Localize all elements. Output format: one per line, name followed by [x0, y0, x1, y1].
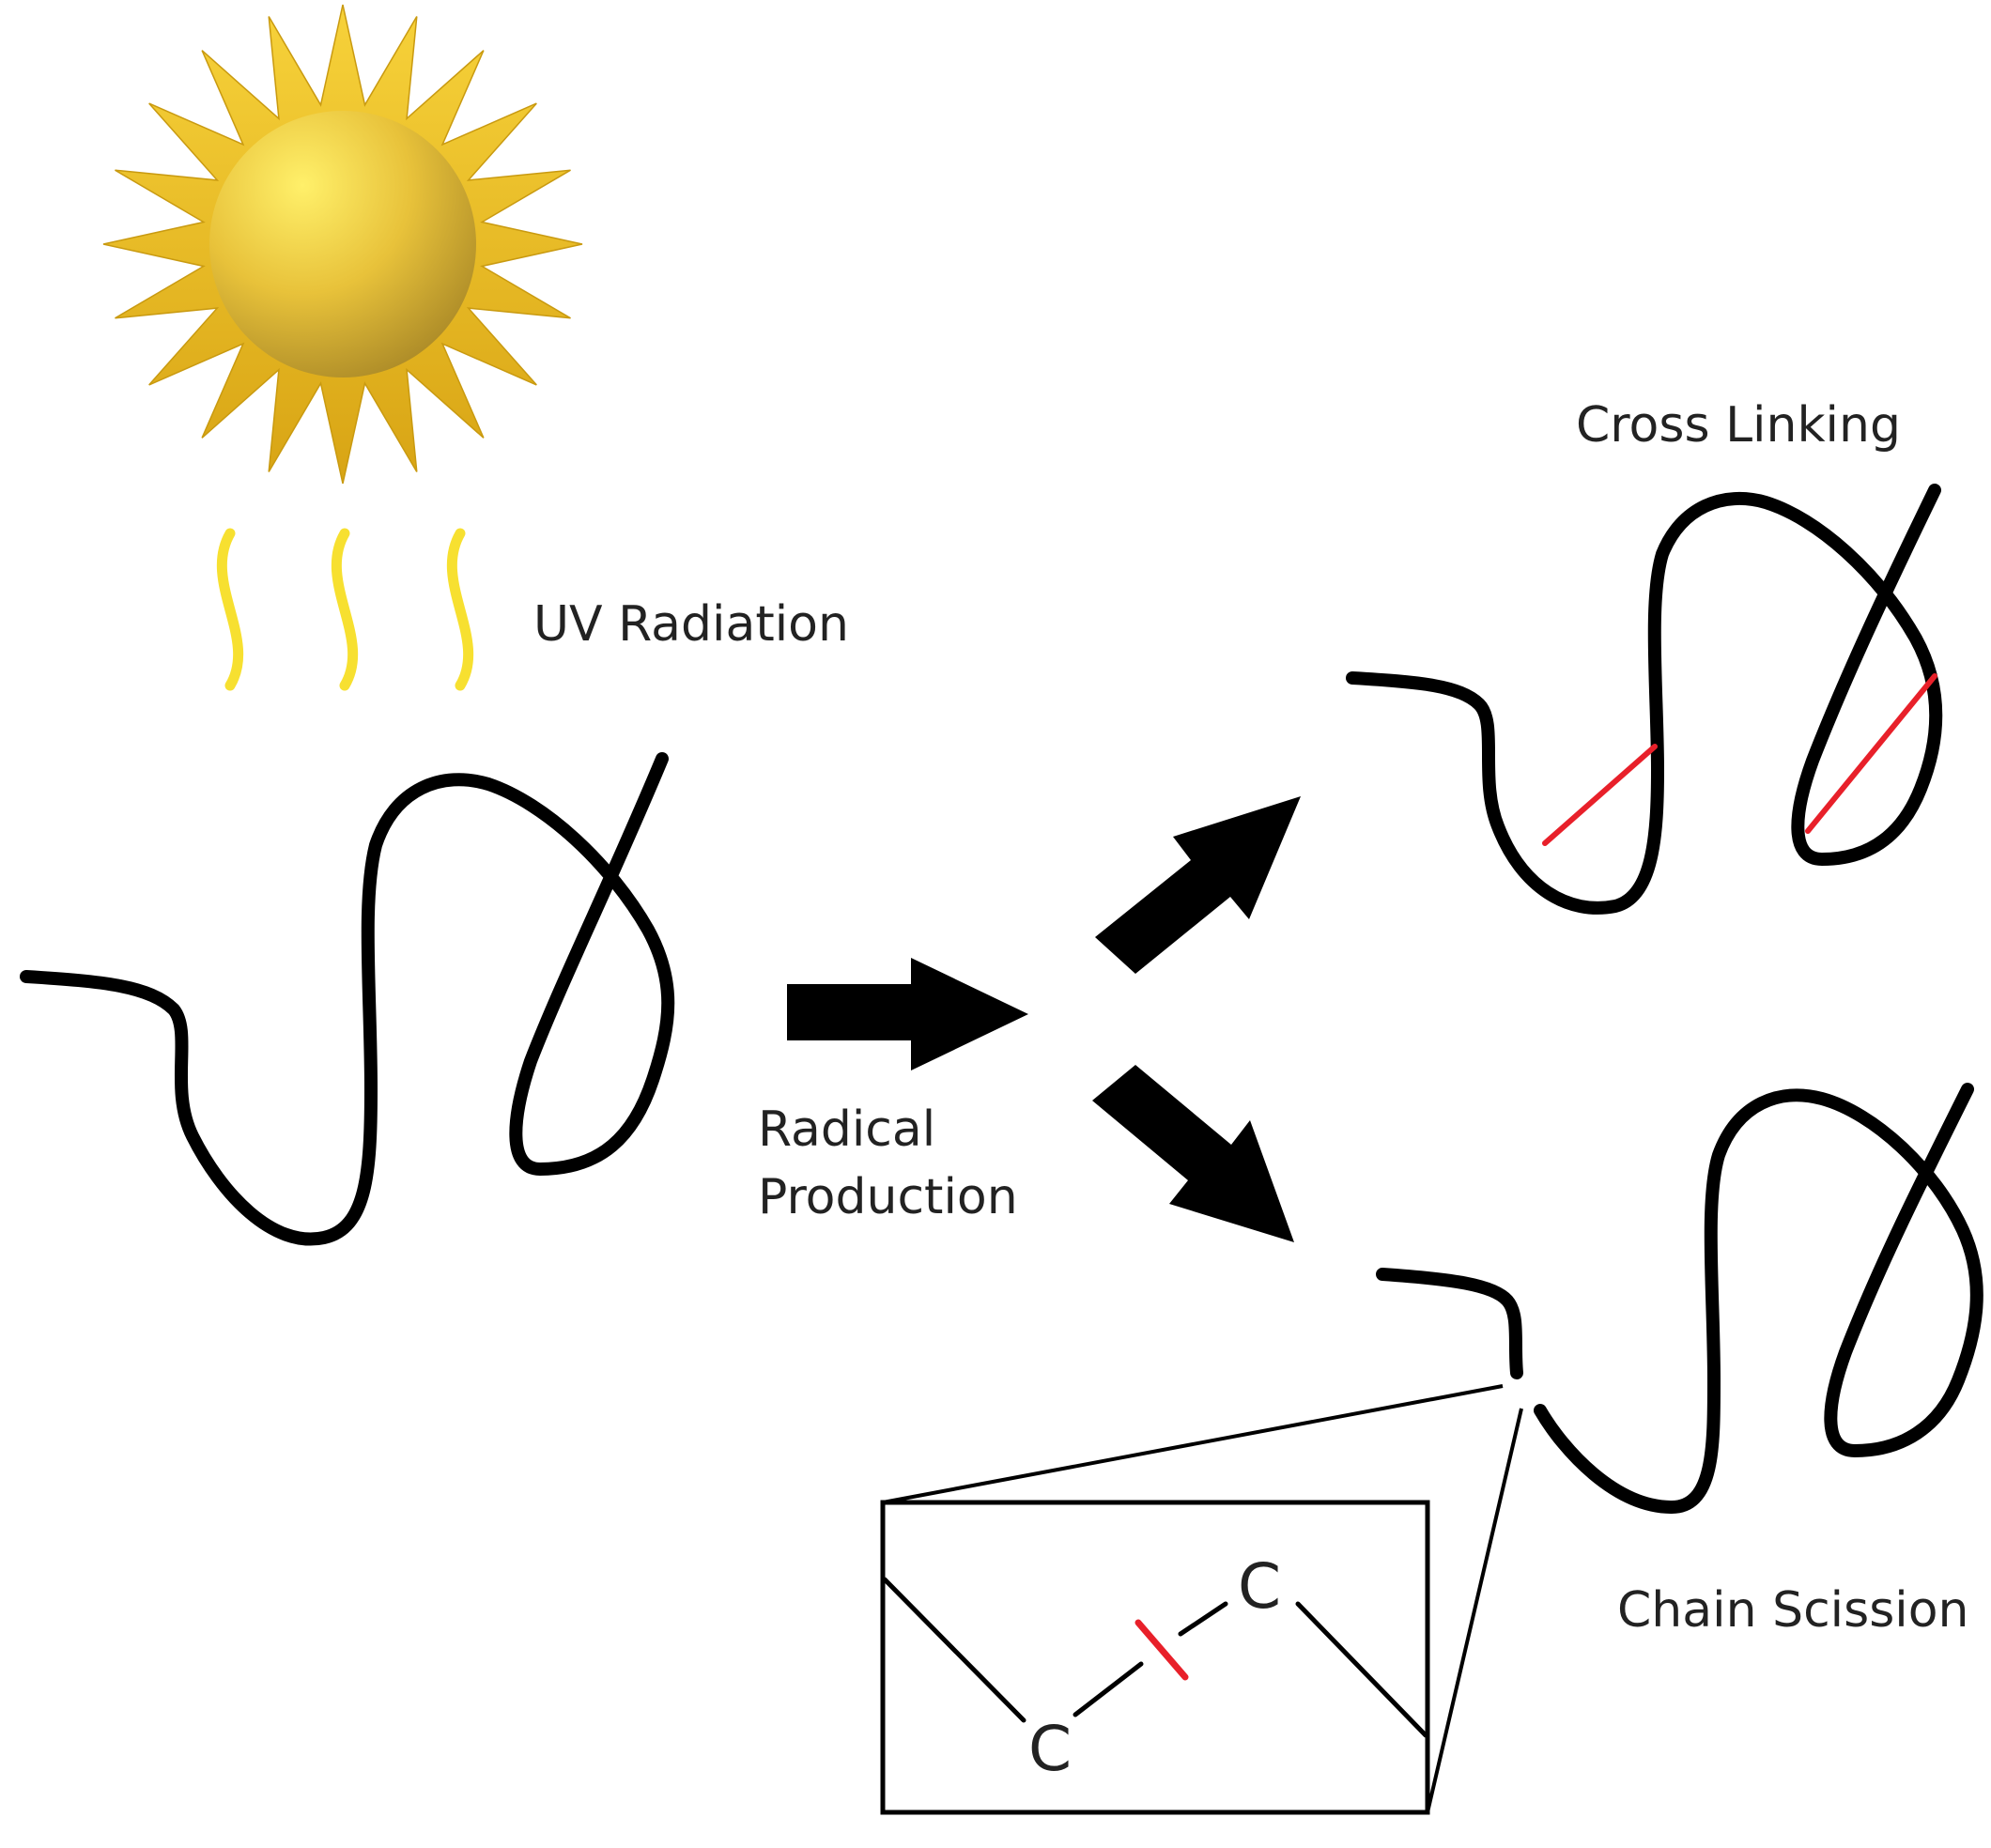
- chain-scission-label: Chain Scission: [1617, 1582, 1969, 1639]
- polymer-chain-scissioned-left: [1376, 1268, 1523, 1379]
- uv-radiation-label: UV Radiation: [533, 596, 849, 653]
- crosslink-bonds: [1542, 673, 1937, 846]
- sun-icon: [102, 4, 583, 485]
- cross-linking-label: Cross Linking: [1576, 397, 1901, 454]
- polymer-chain-original: [20, 752, 675, 1246]
- scission-inset: C C: [880, 1500, 1430, 1815]
- arrow-up-right: [1095, 796, 1301, 974]
- radical-production-label-line2: Production: [758, 1169, 1018, 1225]
- polymer-chain-crosslinked: [1346, 484, 1943, 915]
- zoom-lines: [882, 1384, 1523, 1813]
- arrow-down-right: [1092, 1065, 1294, 1242]
- block-arrow-icon: [787, 796, 1301, 1242]
- inset-atom-left: C: [1028, 1713, 1072, 1785]
- arrow-right: [787, 958, 1028, 1070]
- radical-production-label-line1: Radical: [758, 1101, 935, 1158]
- uv-wave-icon: [216, 528, 474, 691]
- polymer-chain-scissioned-right: [1534, 1083, 1983, 1514]
- inset-atom-right: C: [1238, 1550, 1281, 1623]
- broken-bond-mark: [1134, 1619, 1189, 1681]
